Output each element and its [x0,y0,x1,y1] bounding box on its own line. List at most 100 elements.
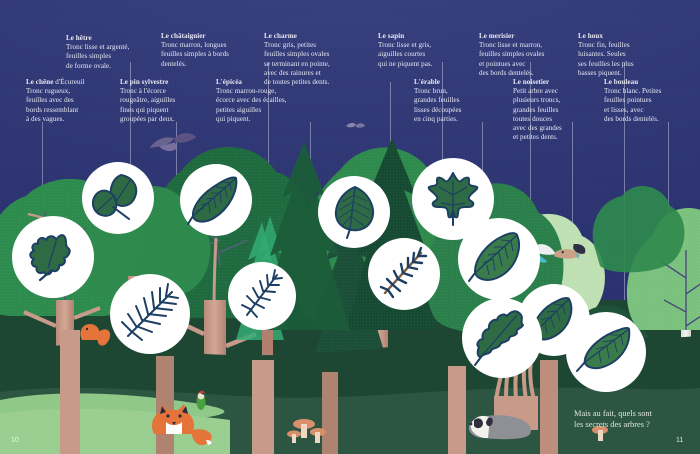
annotation-title: Le pin sylvestre [120,78,169,86]
annotation-title: Le chêne [26,78,54,86]
annotation-chataignier: Le châtaignier Tronc marron, longues feu… [161,32,269,69]
leader-line-chataignier [268,62,269,182]
page-number-right: 11 [676,437,684,444]
annotation-hetre: Le hêtre Tronc lisse et argenté, feuille… [66,34,166,71]
annotation-title: Le hêtre [66,34,92,42]
leader-line-merisier [530,62,531,284]
annotation-line: Tronc brun, [414,87,448,96]
trunk-foreground-4 [322,372,338,454]
medallion-hetre[interactable] [82,162,154,234]
annotation-title: Le châtaignier [161,32,206,40]
annotation-line: fines qui piquent [120,105,169,114]
page-number-left: 10 [11,437,19,444]
bird-flying-dark [149,133,197,152]
annotation-line: dentelés. [161,59,187,68]
chestnut-leaf-icon [187,176,238,225]
mushrooms-right [592,426,608,441]
annotation-chene: Le chêne d'Écureuil Tronc rugueux, feuil… [26,78,122,124]
annotation-title: Le houx [578,32,603,40]
pine-needles-icon [241,269,283,318]
annotation-title: Le bouleau [604,78,639,86]
annotation-line: Tronc gris, petites [264,41,317,50]
annotation-pin-sylvestre: Le pin sylvestre Tronc à l'écorce rougeâ… [120,78,218,124]
annotation-line: grandes feuilles [513,105,559,114]
trunk-foreground-2 [156,356,174,454]
annotation-line: rougeâtre, aiguilles [120,96,176,105]
annotation-title: Le merisier [479,32,515,40]
birch-leaf-icon [576,326,631,372]
annotation-title: Le charme [264,32,297,40]
closing-question: Mais au fait, quels sont les secrets des… [574,408,652,430]
annotation-line: avec des grandes [513,124,562,133]
maple-leaf-icon [427,172,479,226]
closing-line-1: Mais au fait, quels sont [574,409,652,418]
annotation-title: L'épicéa [216,78,243,86]
annotation-line: petites aiguilles [216,105,262,114]
annotation-line: feuilles avec des [26,96,74,105]
annotation-line: se terminant en pointe, [264,59,330,68]
annotation-line: toutes douces [513,114,553,123]
annotation-line: feuilles simples [66,52,112,61]
squirrel [80,324,111,346]
hornbeam-leaf-icon [334,185,374,239]
trunk-foreground-6 [540,360,558,454]
annotation-line: feuilles pointues [604,96,652,105]
annotation-line: et pointues avec [479,59,526,68]
annotation-line: qui piquent. [216,114,251,123]
annotation-line: Tronc lisse et argenté, [66,43,130,52]
annotation-bouleau: Le bouleau Tronc blanc. Petites feuilles… [604,78,698,124]
annotation-line: groupées par deux. [120,114,175,123]
annotation-line: et lisses, avec [604,105,644,114]
tree-right-round [592,185,685,273]
trunk-foreground-3 [252,360,274,454]
annotation-houx: Le houx Tronc fin, feuilles luisantes. S… [578,32,674,78]
annotation-title: L'érable [414,78,441,86]
medallion-bouleau[interactable] [566,312,646,392]
medallion-merisier[interactable] [458,218,540,300]
annotation-line: Tronc fin, feuilles [578,41,630,50]
annotation-line: plusieurs troncs, [513,96,561,105]
annotation-title: Le noisetier [513,78,550,86]
annotation-line: Tronc marron-rouge, [216,87,277,96]
cherry-leaf-icon [468,232,520,282]
annotation-noisetier: Le noisetier Petit arbre avec plusieurs … [513,78,609,142]
closing-line-2: les secrets des arbres ? [574,420,650,429]
annotation-charme: Le charme Tronc gris, petites feuilles s… [264,32,376,87]
medallion-sapin[interactable] [368,238,440,310]
oak-leaf-icon [29,234,71,282]
leader-line-noisetier [572,122,573,294]
annotation-line: et petites dents. [513,133,558,142]
medallion-epicea[interactable] [110,274,190,354]
annotation-line: aiguilles courtes [378,50,426,59]
annotation-line: feuilles simples ovales [264,50,330,59]
annotation-line: Petit arbre avec [513,87,558,96]
annotation-line: Tronc marron, longues [161,41,227,50]
annotation-line: grandes feuilles [414,96,460,105]
spruce-needles-icon [121,283,179,341]
annotation-line: des bords dentelés. [604,114,659,123]
leader-line-houx [624,62,625,314]
annotation-merisier: Le merisier Tronc lisse et marron, feuil… [479,32,583,78]
annotation-line: Tronc rugueux, [26,87,71,96]
annotation-line: basses piquent. [578,68,622,77]
holly-leaf-icon [474,310,524,366]
leader-line-hetre [130,62,131,194]
medallion-charme[interactable] [318,176,390,248]
woodpecker [196,390,206,410]
annotation-line: feuilles simples ovales [479,50,545,59]
annotation-epicea: L'épicéa Tronc marron-rouge, écorce avec… [216,78,320,124]
medallion-pin-sylvestre[interactable] [228,262,296,330]
annotation-sapin: Le sapin Tronc lisse et gris, aiguilles … [378,32,478,69]
fox [152,404,212,446]
annotation-line: de toutes petites dents. [264,78,330,87]
annotation-line: qui ne piquent pas. [378,59,433,68]
medallion-houx[interactable] [462,298,542,378]
annotation-line: bords ressemblant [26,105,79,114]
annotation-title-suffix: d'Écureuil [53,78,85,86]
badger [468,415,531,440]
annotation-line: Tronc à l'écorce [120,87,166,96]
medallion-chataignier[interactable] [180,164,252,236]
medallion-chene[interactable] [12,216,94,298]
mushrooms [287,419,326,443]
